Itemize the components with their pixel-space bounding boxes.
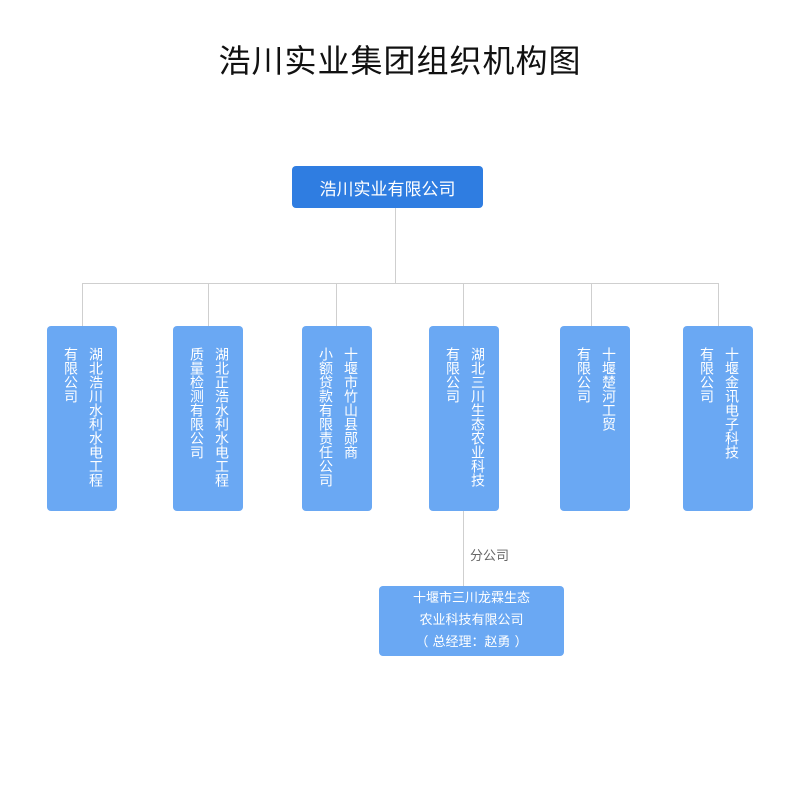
- subsidiary-name-line1: 十堰市竹山县郧商: [342, 347, 358, 459]
- drop-connector-2: [208, 283, 209, 326]
- subsidiary-node-2: 湖北正浩水利水电工程 质量检测有限公司: [173, 326, 243, 511]
- branch-name-line2: 农业科技有限公司: [419, 613, 524, 628]
- subsidiary-name-line1: 湖北浩川水利水电工程: [87, 347, 103, 487]
- subsidiary-node-5: 十堰楚河工贸 有限公司: [560, 326, 630, 511]
- root-node-label: 浩川实业有限公司: [319, 179, 456, 200]
- drop-connector-4: [463, 283, 464, 326]
- subsidiary-node-6: 十堰金讯电子科技 有限公司: [683, 326, 753, 511]
- horizontal-connector: [82, 283, 718, 284]
- subsidiary-name-line1: 十堰金讯电子科技: [723, 347, 739, 459]
- subsidiary-name-line1: 湖北三川生态农业科技: [469, 347, 485, 487]
- subsidiary-node-4: 湖北三川生态农业科技 有限公司: [429, 326, 499, 511]
- chart-title: 浩川实业集团组织机构图: [218, 42, 582, 80]
- root-node: 浩川实业有限公司: [292, 166, 483, 208]
- subsidiary-name-line2: 有限公司: [698, 347, 714, 403]
- branch-name-line1: 十堰市三川龙霖生态: [412, 591, 530, 606]
- subsidiary-node-3: 十堰市竹山县郧商 小额贷款有限责任公司: [302, 326, 372, 511]
- subsidiary-name-line2: 质量检测有限公司: [188, 347, 204, 459]
- branch-relation-label: 分公司: [470, 549, 510, 564]
- branch-connector: [463, 511, 464, 586]
- subsidiary-name-line2: 有限公司: [62, 347, 78, 403]
- subsidiary-name-line2: 小额贷款有限责任公司: [317, 347, 333, 487]
- subsidiary-name-line2: 有限公司: [444, 347, 460, 403]
- drop-connector-1: [82, 283, 83, 326]
- subsidiary-name-line2: 有限公司: [575, 347, 591, 403]
- drop-connector-3: [336, 283, 337, 326]
- drop-connector-5: [591, 283, 592, 326]
- subsidiary-name-line1: 十堰楚河工贸: [600, 347, 616, 431]
- root-connector: [395, 208, 396, 283]
- subsidiary-name-line1: 湖北正浩水利水电工程: [213, 347, 229, 487]
- branch-manager: （ 总经理：赵勇 ）: [415, 635, 528, 650]
- branch-node: 十堰市三川龙霖生态 农业科技有限公司 （ 总经理：赵勇 ）: [379, 586, 564, 656]
- subsidiary-node-1: 湖北浩川水利水电工程 有限公司: [47, 326, 117, 511]
- drop-connector-6: [718, 283, 719, 326]
